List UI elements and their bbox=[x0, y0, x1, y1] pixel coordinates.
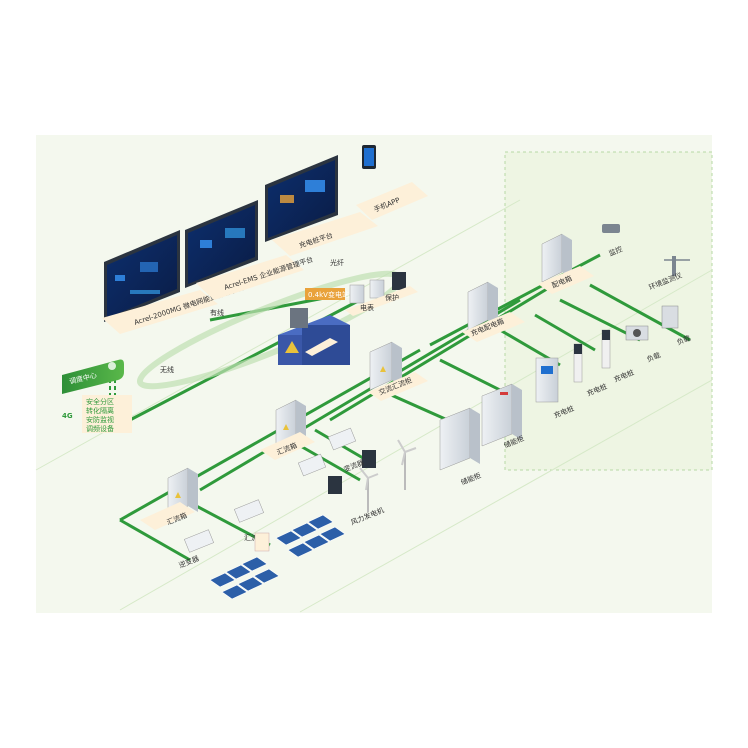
dc-cabinet-1: 汇流箱 bbox=[260, 399, 315, 460]
motor-icon bbox=[633, 329, 641, 337]
center-item-4: 调频设备 bbox=[86, 424, 114, 433]
charge-distribution-box: 充电配电箱 bbox=[462, 281, 525, 342]
link-wireless: 无线 bbox=[160, 365, 174, 374]
wind-turbine-icon bbox=[397, 439, 417, 466]
solar-panel-icon bbox=[209, 572, 236, 588]
center-item-3: 安防监视 bbox=[86, 415, 114, 424]
link-fiber: 光纤 bbox=[330, 258, 344, 267]
solar-array-1 bbox=[209, 556, 280, 600]
monitor-3: 充电桩平台 bbox=[265, 155, 378, 256]
link-wired: 有线 bbox=[210, 308, 224, 317]
transformer-label: 0.4kV变电站 bbox=[308, 290, 349, 299]
protect-label: 保护 bbox=[385, 293, 399, 302]
center-item-2: 转化隔离 bbox=[86, 406, 114, 415]
solar-array-2 bbox=[275, 514, 346, 558]
load-1: 负载 bbox=[625, 325, 662, 364]
combiner-small-1: 汇流箱 bbox=[233, 499, 265, 542]
dc-cabinet-2: 汇流箱 bbox=[140, 467, 198, 530]
weather-station-icon bbox=[672, 256, 676, 276]
meter-group: 电表 保护 bbox=[345, 272, 418, 316]
dispatch-icon bbox=[108, 362, 116, 370]
network-4g: 4G bbox=[62, 412, 73, 420]
distribution-box: 配电箱 bbox=[538, 233, 594, 294]
combiner-1-label: 汇流箱 bbox=[244, 533, 265, 542]
meters-label: 电表 bbox=[360, 303, 374, 312]
meter-box bbox=[254, 532, 270, 552]
center-item-1: 安全分区 bbox=[86, 397, 114, 406]
camera-icon bbox=[602, 224, 620, 233]
dispatch-center: 调度中心 4G 安全分区 转化隔离 安防监视 调频设备 bbox=[62, 359, 132, 433]
phone-app: 手机APP bbox=[356, 145, 428, 220]
right-dashed-zone bbox=[504, 151, 713, 471]
substation: 0.4kV变电站 bbox=[278, 288, 350, 365]
